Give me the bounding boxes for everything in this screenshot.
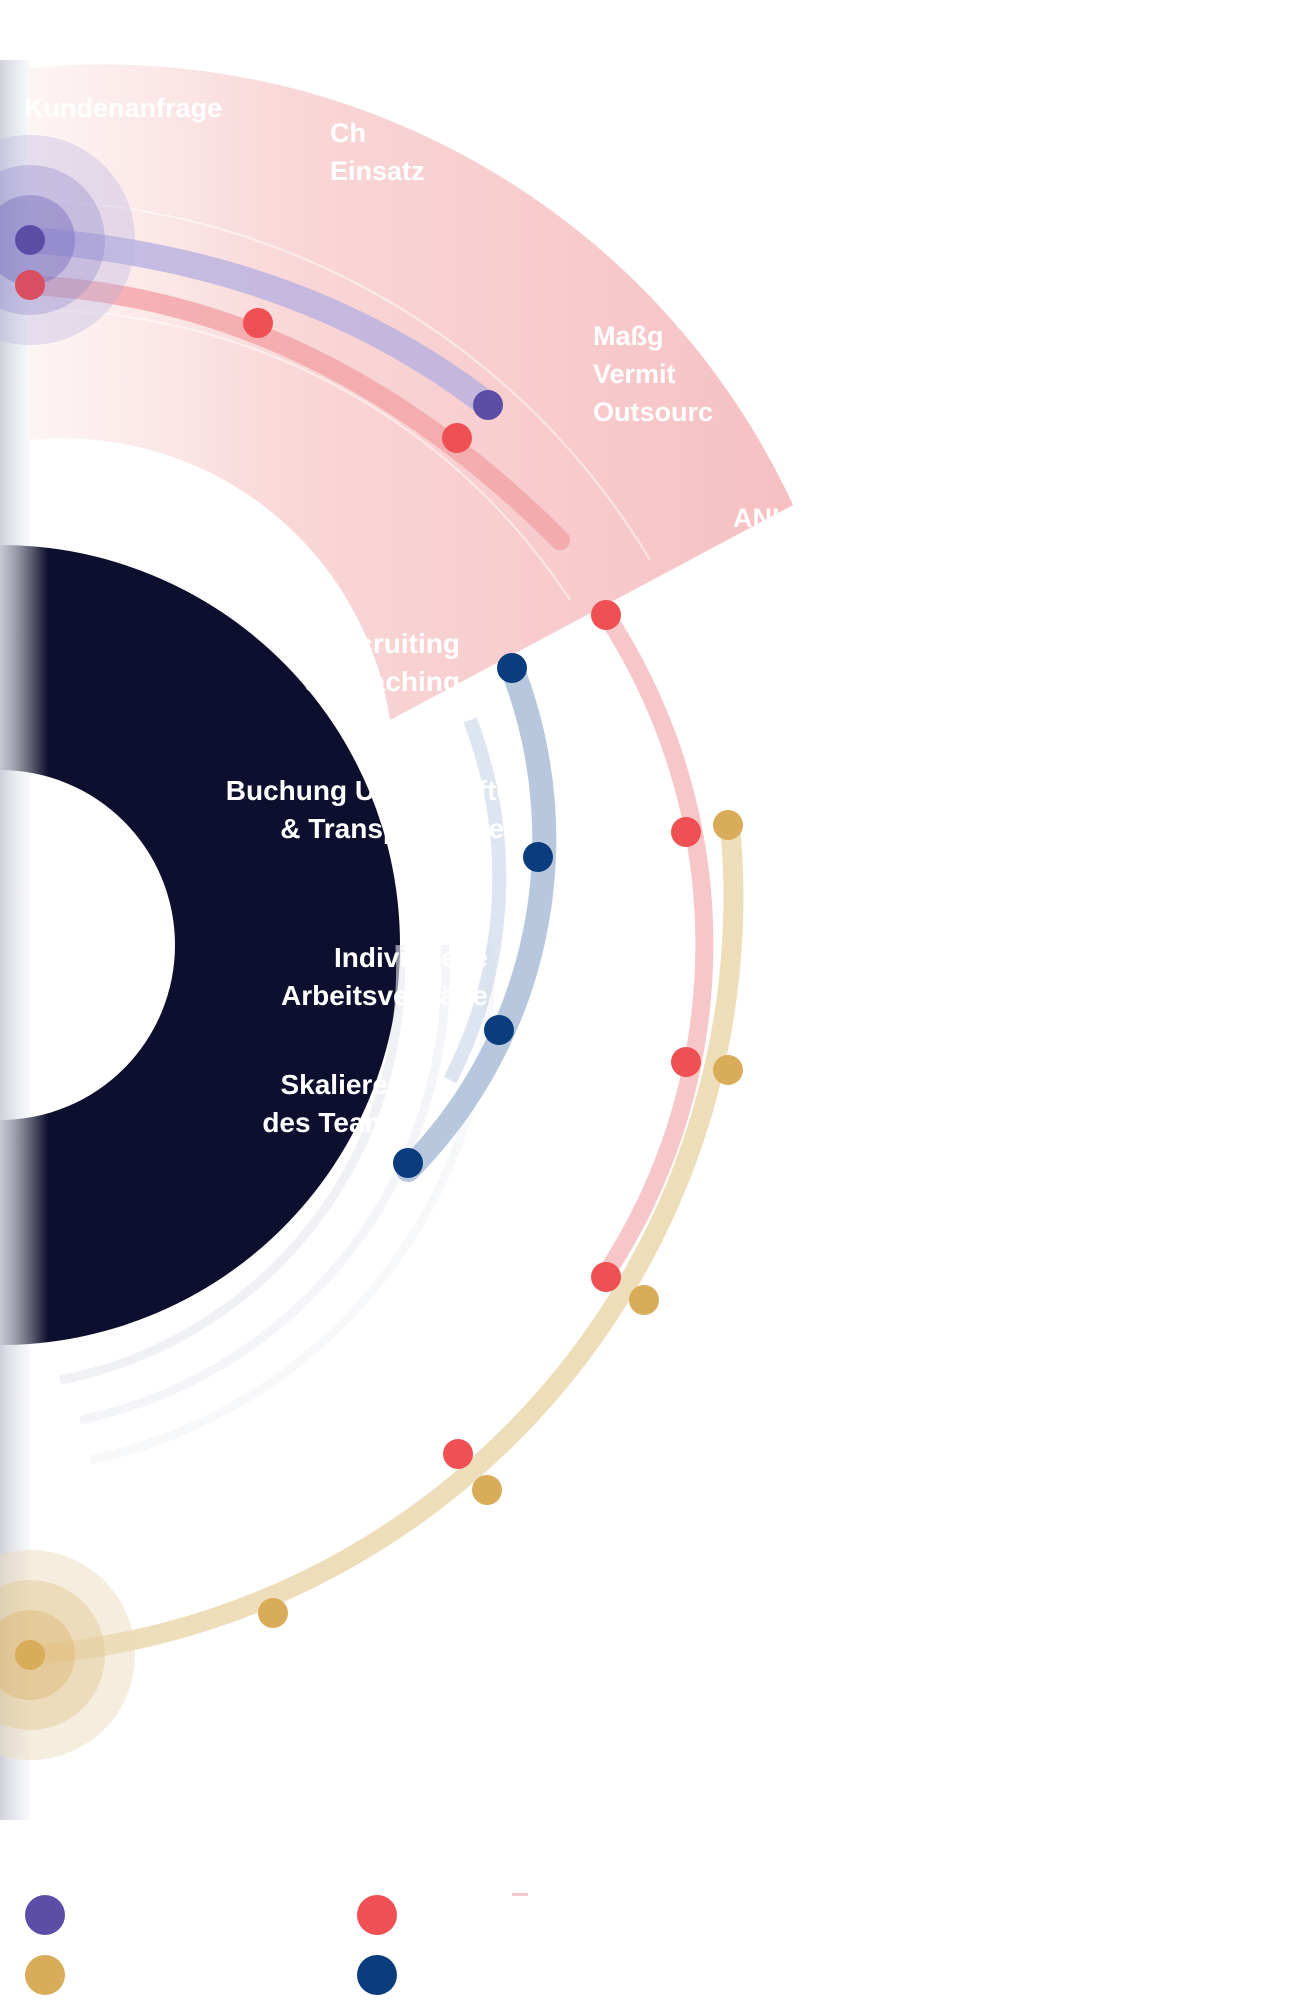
blue-dot — [497, 653, 527, 683]
label-contracts-line1: Individuelle — [334, 942, 488, 973]
navy-ring — [0, 545, 400, 1345]
legend-dot-blue — [357, 1955, 397, 1995]
coral-trail-right — [596, 606, 714, 1284]
gold-dot — [472, 1475, 502, 1505]
blue-arc-inner — [443, 717, 507, 1084]
gold-trail — [20, 815, 744, 1665]
coral-dot — [15, 270, 45, 300]
label-ank: ANK — [733, 503, 792, 533]
purple-trail — [17, 227, 501, 418]
blue-dot — [484, 1015, 514, 1045]
purple-dot — [15, 225, 45, 255]
label-scaling-line1: Skalieren — [280, 1069, 405, 1100]
coral-dot — [591, 600, 621, 630]
coral-trail-top — [20, 275, 570, 550]
blue-arc-track — [396, 656, 557, 1182]
label-recruiting-line2: & Coaching — [304, 666, 460, 697]
blue-dot — [393, 1148, 423, 1178]
legend-dot-coral — [357, 1895, 397, 1935]
gold-dot — [713, 810, 743, 840]
gold-dot — [15, 1640, 45, 1670]
label-chance-line2: Einsatz — [330, 156, 425, 186]
coral-dot — [442, 423, 472, 453]
coral-dot — [443, 1439, 473, 1469]
gold-dot — [629, 1285, 659, 1315]
label-tailored-line3: Outsourc — [593, 397, 713, 427]
label-booking-line1: Buchung Unterkünfte — [226, 775, 512, 806]
label-recruiting-line1: Recruiting — [322, 628, 460, 659]
legend — [25, 1895, 397, 1995]
coral-dot — [243, 308, 273, 338]
gold-dot — [258, 1598, 288, 1628]
label-booking-line2: & Transportmittel — [280, 813, 512, 844]
left-edge-bar — [0, 60, 30, 1820]
coral-dot — [671, 817, 701, 847]
label-tailored-line1: Maßg — [593, 321, 664, 351]
legend-dot-purple — [25, 1895, 65, 1935]
gold-halo — [0, 1550, 135, 1760]
blue-dot — [523, 842, 553, 872]
label-tailored-line2: Vermit — [593, 359, 676, 389]
legend-dot-gold — [25, 1955, 65, 1995]
coral-dot — [671, 1047, 701, 1077]
label-scaling-line2: des Teams — [262, 1107, 405, 1138]
coral-dot — [591, 1262, 621, 1292]
gold-dot — [713, 1055, 743, 1085]
purple-dot — [473, 390, 503, 420]
label-customer-request: Kundenanfrage — [24, 93, 222, 123]
dots — [15, 225, 743, 1670]
legend-divider-mark — [512, 1893, 528, 1896]
sector-guide-arcs — [29, 199, 651, 601]
label-chance-line1: Ch — [330, 118, 366, 148]
label-contracts-line2: Arbeitsverträge — [281, 980, 488, 1011]
